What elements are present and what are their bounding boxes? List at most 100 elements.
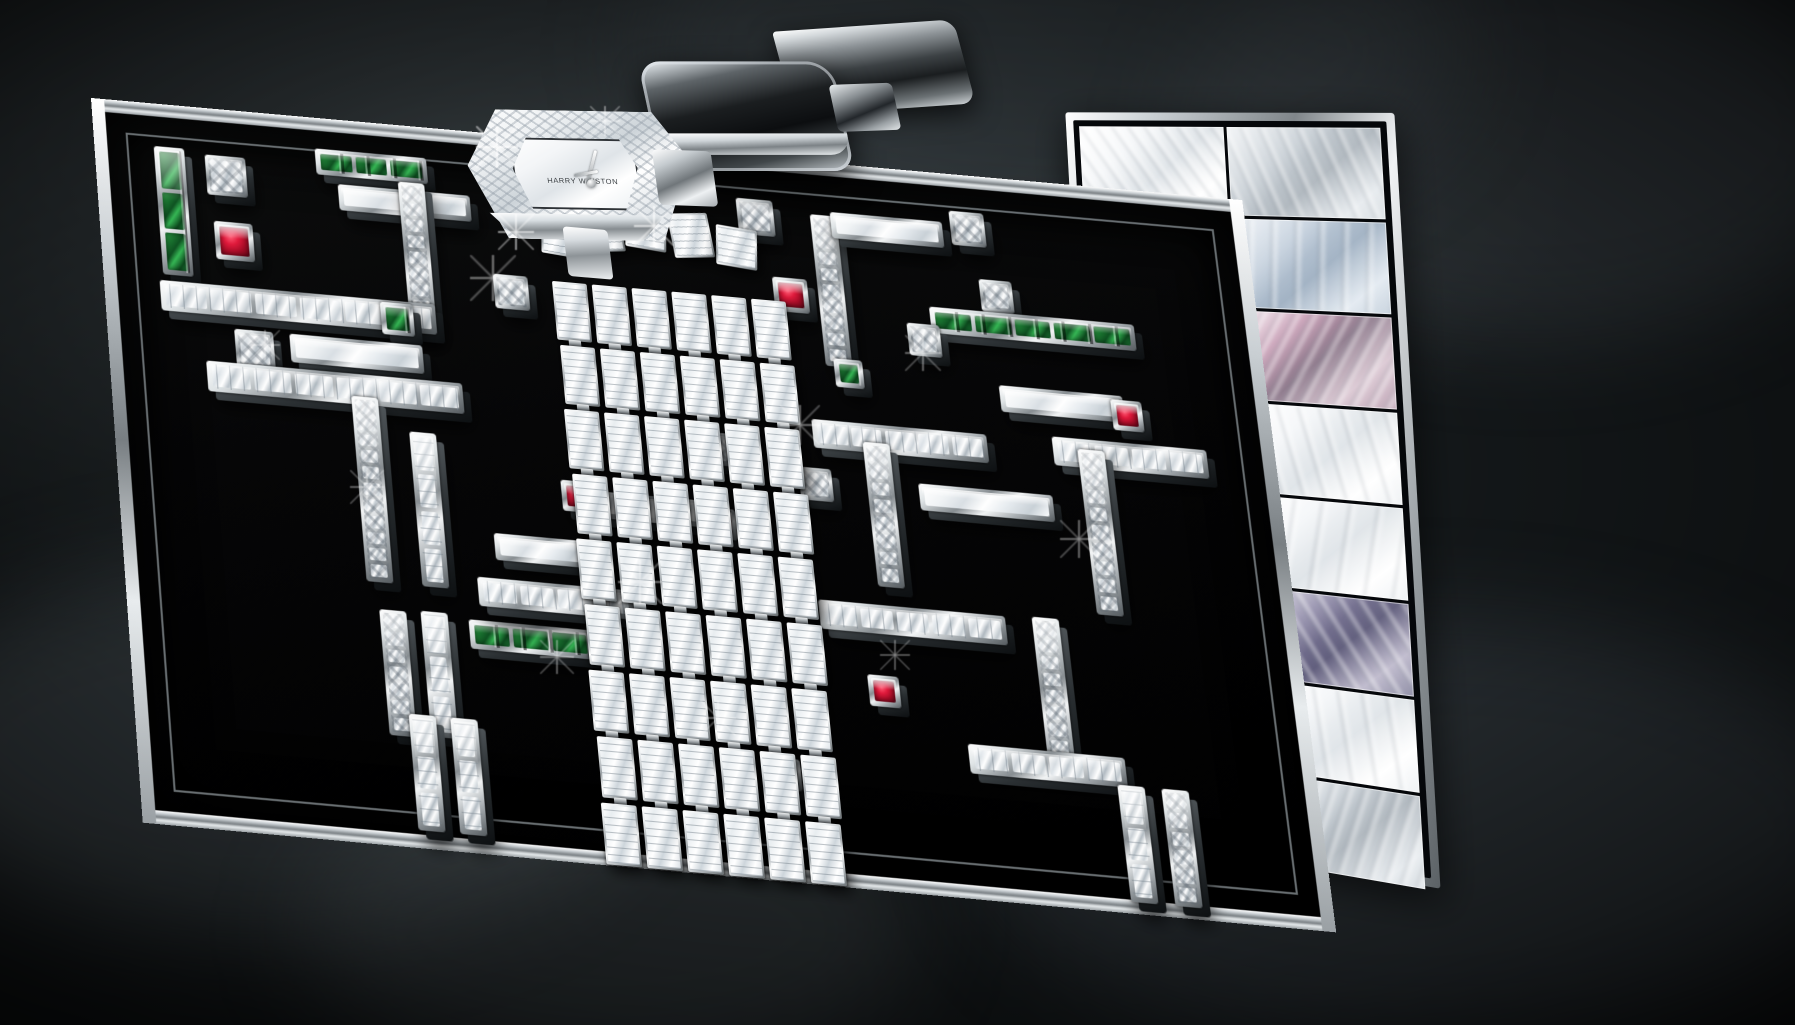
bracelet-link[interactable] bbox=[751, 299, 792, 361]
link-baguette-stone bbox=[735, 490, 772, 549]
bracelet-link[interactable] bbox=[629, 673, 670, 737]
bracelet-link[interactable] bbox=[706, 615, 747, 679]
diamond-baguette-col-1[interactable] bbox=[409, 431, 449, 588]
bracelet-link[interactable] bbox=[665, 611, 706, 675]
bracelet-link[interactable] bbox=[720, 359, 761, 421]
diamond-baguette-right-1[interactable] bbox=[1051, 436, 1209, 479]
link-baguette-stone bbox=[646, 418, 682, 476]
pearl-bar-right-mid[interactable] bbox=[999, 385, 1126, 423]
bracelet-link[interactable] bbox=[584, 604, 625, 668]
ruby-stud-f[interactable] bbox=[867, 674, 902, 708]
emerald-column-left[interactable] bbox=[154, 146, 194, 277]
link-baguette-stone bbox=[659, 548, 696, 607]
bracelet-link[interactable] bbox=[600, 348, 641, 410]
gemstone-ruby bbox=[219, 226, 250, 257]
pearl-bar-upper-right[interactable] bbox=[830, 212, 945, 248]
diamond-stud-a[interactable] bbox=[205, 154, 249, 198]
emerald-bar-bottom-left[interactable] bbox=[468, 619, 593, 659]
link-baguette-stone bbox=[753, 301, 789, 358]
bracelet-link[interactable] bbox=[652, 481, 693, 544]
bracelet-link[interactable] bbox=[693, 484, 734, 547]
bracelet-link[interactable] bbox=[560, 345, 600, 407]
diamond-stud-c[interactable] bbox=[493, 274, 531, 311]
bracelet-link[interactable] bbox=[746, 619, 788, 683]
pearl-bar-lower-left[interactable] bbox=[494, 533, 589, 568]
link-baguette-stone bbox=[762, 365, 799, 423]
bracelet-link[interactable] bbox=[773, 492, 814, 555]
bracelet-link[interactable] bbox=[604, 412, 645, 475]
bracelet-link[interactable] bbox=[724, 423, 765, 486]
bracelet-link[interactable] bbox=[576, 538, 617, 601]
bracelet-link[interactable] bbox=[711, 295, 752, 357]
bracelet-link[interactable] bbox=[737, 553, 778, 616]
bracelet-link[interactable] bbox=[682, 810, 724, 875]
bracelet-link[interactable] bbox=[680, 356, 721, 418]
bracelet-link[interactable] bbox=[710, 681, 752, 745]
bracelet-link[interactable] bbox=[642, 806, 684, 871]
bracelet-link[interactable] bbox=[764, 427, 805, 490]
ruby-stud-a[interactable] bbox=[214, 221, 256, 263]
bracelet-link[interactable] bbox=[671, 292, 712, 354]
bracelet-link[interactable] bbox=[786, 622, 828, 686]
bracelet-link[interactable] bbox=[640, 352, 681, 414]
pave-column-right-3[interactable] bbox=[1161, 789, 1203, 909]
pave-diamond-watch[interactable]: HARRY WINSTON bbox=[470, 110, 720, 260]
diamond-stud-g[interactable] bbox=[906, 323, 942, 358]
bracelet-link[interactable] bbox=[697, 549, 738, 612]
bracelet-link[interactable] bbox=[791, 688, 833, 752]
bracelet-link[interactable] bbox=[616, 542, 657, 605]
bracelet-link[interactable] bbox=[805, 821, 847, 886]
pave-tee-center[interactable] bbox=[863, 442, 906, 589]
diamond-baguette-right-2[interactable] bbox=[968, 744, 1128, 788]
link-baguette-stone bbox=[775, 494, 812, 553]
bracelet-link[interactable] bbox=[751, 684, 793, 748]
emerald-stud-a[interactable] bbox=[380, 302, 415, 337]
diamond-stud-f[interactable] bbox=[978, 279, 1014, 314]
emerald-bar-right[interactable] bbox=[929, 307, 1137, 352]
pearl-bar-center-right[interactable] bbox=[918, 483, 1055, 522]
stone-facets bbox=[208, 158, 245, 195]
bracelet-link[interactable] bbox=[778, 557, 820, 621]
emerald-stud-b[interactable] bbox=[833, 358, 865, 389]
bracelet-link[interactable] bbox=[764, 817, 806, 882]
link-baguette-stone bbox=[686, 422, 722, 480]
diamond-pave-column-2[interactable] bbox=[351, 396, 393, 584]
link-baguette-stone bbox=[685, 812, 722, 872]
bracelet-link[interactable] bbox=[760, 363, 801, 425]
bracelet-link[interactable] bbox=[723, 814, 765, 879]
mother-of-pearl-tile bbox=[1226, 127, 1386, 219]
bracelet-link[interactable] bbox=[719, 747, 761, 812]
bracelet-link[interactable] bbox=[588, 670, 629, 734]
link-baguette-stone bbox=[562, 347, 598, 405]
link-baguette-stone bbox=[631, 676, 668, 736]
bracelet-link[interactable] bbox=[552, 281, 592, 343]
bracelet-link[interactable] bbox=[601, 802, 642, 867]
ruby-stud-d[interactable] bbox=[1110, 399, 1145, 432]
diamond-baguette-row-4[interactable] bbox=[811, 419, 989, 463]
bracelet-link[interactable] bbox=[564, 409, 605, 472]
link-baguette-stone bbox=[802, 757, 839, 817]
diamond-stud-e[interactable] bbox=[948, 211, 987, 248]
emerald-bar-top[interactable] bbox=[315, 148, 429, 184]
diamond-baguette-col-b3[interactable] bbox=[450, 717, 487, 836]
bracelet-link[interactable] bbox=[657, 546, 698, 609]
bracelet-link[interactable] bbox=[800, 755, 842, 820]
bracelet-link[interactable] bbox=[592, 284, 632, 346]
bracelet-link[interactable] bbox=[669, 677, 710, 741]
bracelet-link[interactable] bbox=[631, 288, 672, 350]
bracelet-link[interactable] bbox=[733, 488, 774, 551]
link-baguette-stone bbox=[748, 621, 785, 680]
bracelet-clasp-link[interactable] bbox=[716, 224, 758, 271]
bracelet-link[interactable] bbox=[625, 608, 666, 672]
component-stone-seat bbox=[952, 214, 984, 245]
diamond-baguette-col-r3[interactable] bbox=[1117, 785, 1158, 905]
diamond-baguette-col-b2[interactable] bbox=[409, 714, 446, 833]
bracelet-link[interactable] bbox=[572, 474, 613, 537]
bracelet-link[interactable] bbox=[612, 477, 653, 540]
bracelet-link[interactable] bbox=[684, 420, 725, 483]
bracelet-link[interactable] bbox=[644, 416, 685, 479]
bracelet-link[interactable] bbox=[759, 751, 801, 816]
bracelet-link[interactable] bbox=[678, 743, 720, 808]
bracelet-link[interactable] bbox=[597, 736, 638, 801]
bracelet-link[interactable] bbox=[637, 740, 678, 805]
